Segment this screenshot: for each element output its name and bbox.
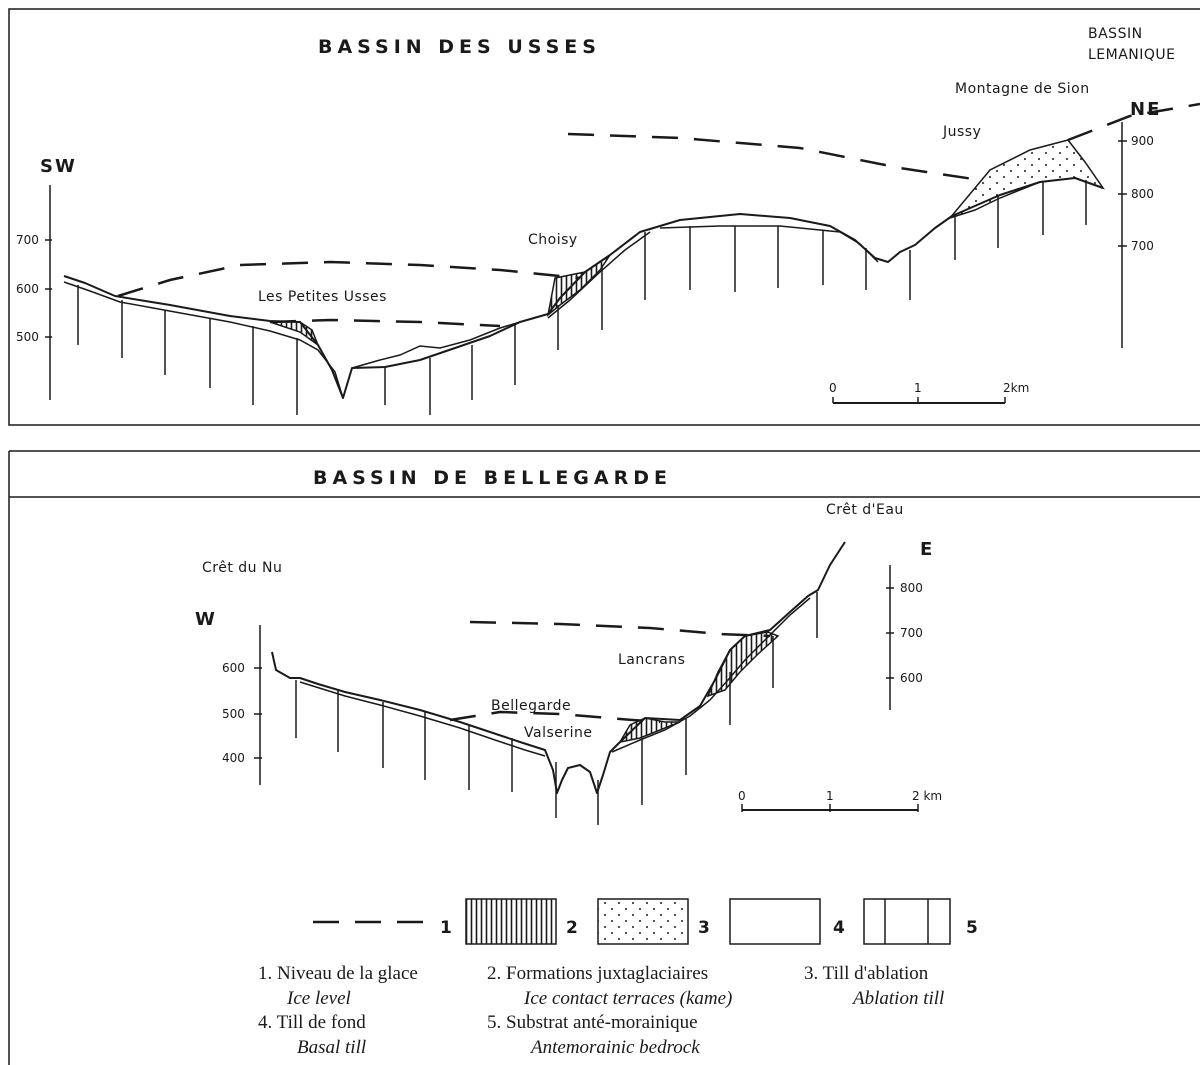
bellegarde-terrain-surface: [271, 541, 846, 794]
bellegarde-title: BASSIN DE BELLEGARDE: [313, 467, 672, 489]
legend-key-3: 3: [698, 918, 710, 938]
usses-ice-level-upper: [567, 132, 981, 182]
legend-swatch-kame: [465, 898, 557, 945]
usses-bedrock-lines: [77, 180, 1087, 415]
label-cret-du-nu: Crêt du Nu: [202, 560, 282, 576]
bellegarde-right-tick-800: 800: [900, 581, 923, 595]
bellegarde-bedrock-lines: [295, 592, 818, 825]
usses-right-axis: 900 800 700: [1118, 122, 1154, 348]
legend-item-3-fr: 3. Till d'ablation: [804, 963, 929, 984]
legend-key-5: 5: [966, 918, 978, 938]
bellegarde-left-axis: 600 500 400: [222, 625, 262, 785]
usses-title: BASSIN DES USSES: [318, 36, 601, 58]
corner-label-line1: BASSIN: [1088, 26, 1143, 42]
bellegarde-scale-0: 0: [738, 789, 746, 803]
bellegarde-scale-2km: 2 km: [912, 789, 942, 803]
label-valserine: Valserine: [524, 725, 593, 741]
label-montagne-de-sion: Montagne de Sion: [955, 81, 1090, 97]
usses-left-tick-600: 600: [16, 282, 39, 296]
legend-item-4-en: Basal till: [297, 1037, 366, 1058]
direction-ne: NE: [1130, 99, 1161, 120]
legend-item-3-en: Ablation till: [851, 988, 944, 1009]
label-choisy: Choisy: [528, 232, 578, 248]
usses-left-tick-500: 500: [16, 330, 39, 344]
label-cret-deau: Crêt d'Eau: [826, 502, 904, 518]
usses-ice-level-ne: [1067, 102, 1200, 142]
usses-till-base-left: [63, 281, 344, 399]
bellegarde-left-tick-600: 600: [222, 661, 245, 675]
usses-scale-bar: 0 1 2km: [829, 381, 1029, 404]
bellegarde-right-tick-600: 600: [900, 671, 923, 685]
legend-item-2-en: Ice contact terraces (kame): [523, 988, 732, 1009]
label-les-petites-usses: Les Petites Usses: [258, 289, 387, 305]
bellegarde-kame-upper: [706, 631, 780, 698]
legend-swatch-basal-till: [729, 898, 821, 945]
usses-scale-2km: 2km: [1003, 381, 1029, 395]
usses-right-tick-700: 700: [1131, 239, 1154, 253]
bellegarde-till-base-right: [611, 597, 811, 753]
legend-item-5-en: Antemorainic bedrock: [529, 1037, 700, 1058]
bellegarde-scale-bar: 0 1 2 km: [738, 789, 942, 812]
legend-item-1-en: Ice level: [286, 988, 351, 1009]
bellegarde-left-tick-400: 400: [222, 751, 245, 765]
direction-e: E: [920, 539, 934, 560]
legend-item-5-fr: 5. Substrat anté-morainique: [487, 1012, 698, 1033]
usses-ice-level-lower: [269, 318, 501, 328]
usses-till-base-choisy: [547, 231, 651, 319]
label-bellegarde: Bellegarde: [491, 698, 571, 714]
legend-item-1-fr: 1. Niveau de la glace: [258, 963, 418, 984]
legend-swatch-bedrock: [863, 898, 951, 945]
corner-label-line2: LEMANIQUE: [1088, 47, 1176, 63]
legend: 1 2 3 4 5 1. Niveau de la glace Ice leve…: [258, 898, 978, 1058]
legend-key-1: 1: [440, 918, 452, 938]
legend-item-2-fr: 2. Formations juxtaglaciaires: [487, 963, 708, 984]
legend-key-2: 2: [566, 918, 578, 938]
label-jussy: Jussy: [942, 124, 981, 140]
legend-item-4-fr: 4. Till de fond: [258, 1012, 366, 1033]
usses-scale-0: 0: [829, 381, 837, 395]
legend-swatch-ablation-till: [597, 898, 689, 945]
label-lancrans: Lancrans: [618, 652, 685, 668]
usses-left-tick-700: 700: [16, 233, 39, 247]
bellegarde-till-base-left: [299, 681, 546, 757]
bellegarde-ice-level-lower: [449, 710, 661, 724]
bellegarde-right-tick-700: 700: [900, 626, 923, 640]
usses-right-tick-800: 800: [1131, 187, 1154, 201]
usses-scale-1: 1: [914, 381, 922, 395]
legend-key-4: 4: [833, 918, 845, 938]
direction-w: W: [195, 609, 217, 630]
usses-left-axis: 700 600 500: [16, 185, 52, 400]
bellegarde-ice-level-upper: [469, 620, 771, 638]
bellegarde-scale-1: 1: [826, 789, 834, 803]
bellegarde-right-axis: 800 700 600: [886, 565, 923, 710]
usses-till-base-plateau: [659, 225, 879, 263]
bellegarde-left-tick-500: 500: [222, 707, 245, 721]
bellegarde-kame-lower: [618, 717, 681, 744]
bellegarde-panel: BASSIN DE BELLEGARDE Crêt d'Eau Crêt du …: [8, 450, 1200, 1065]
usses-panel: BASSIN DES USSES BASSIN LEMANIQUE Montag…: [8, 8, 1200, 426]
usses-valley-floor: [351, 321, 521, 369]
direction-sw: SW: [40, 156, 77, 177]
usses-ice-level-main: [117, 260, 581, 298]
usses-frame: [8, 8, 1200, 426]
usses-right-tick-900: 900: [1131, 134, 1154, 148]
